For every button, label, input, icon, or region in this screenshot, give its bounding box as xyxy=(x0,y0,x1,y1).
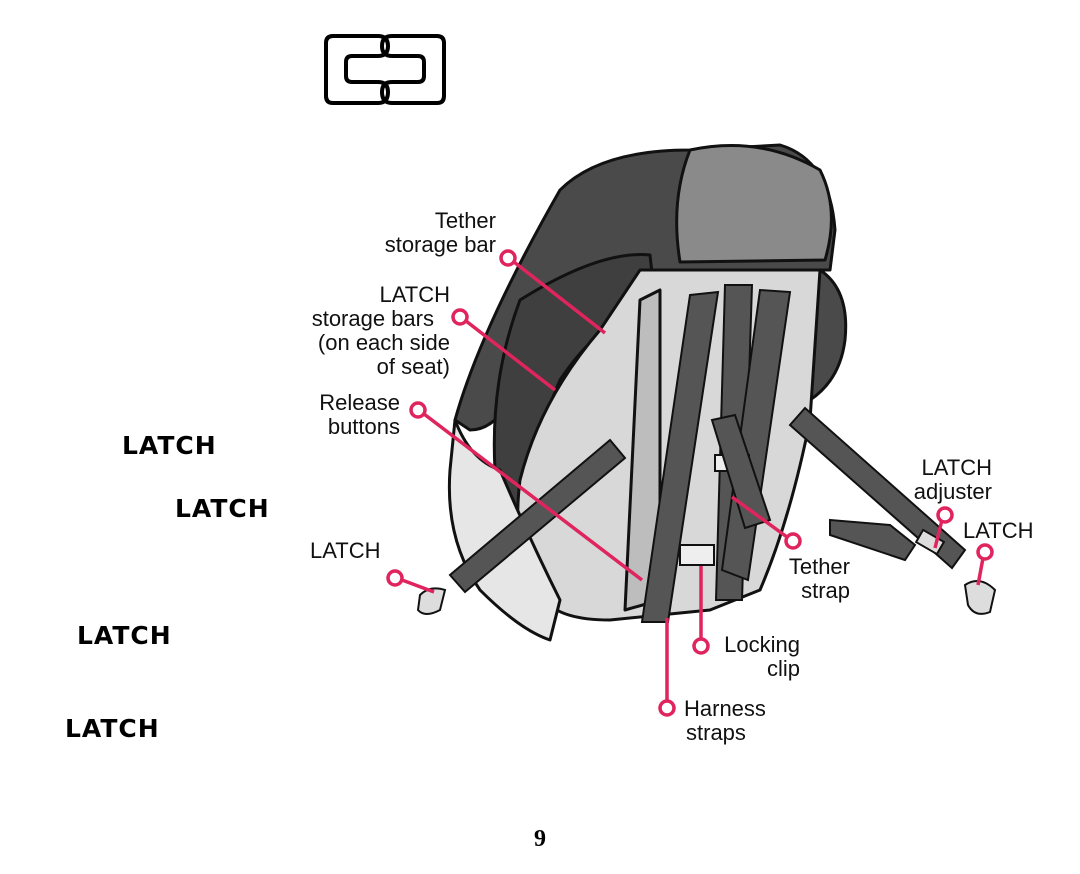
callout-line: buttons xyxy=(327,414,400,439)
callout-latch-left: LATCH xyxy=(310,539,381,563)
callout-line: Locking xyxy=(724,632,800,657)
callout-harness-straps: Harness straps xyxy=(684,697,766,745)
callout-line: storage bars xyxy=(311,306,434,331)
callout-markers xyxy=(386,249,994,717)
callout-latch-storage-bars: LATCH storage bars (on each side of seat… xyxy=(290,283,450,379)
callout-line: Tether xyxy=(788,554,850,579)
callout-line: of seat) xyxy=(376,354,450,379)
side-latch-label-1: LATCH xyxy=(122,431,217,460)
callout-line: clip xyxy=(766,656,800,681)
callout-line: LATCH xyxy=(379,282,451,307)
side-latch-label-2: LATCH xyxy=(175,494,270,523)
page-number: 9 xyxy=(534,826,546,852)
callout-line: storage bar xyxy=(384,232,496,257)
callout-release-buttons: Release buttons xyxy=(290,391,400,439)
side-latch-label-3: LATCH xyxy=(77,621,172,650)
callout-line: Tether xyxy=(434,208,496,233)
callout-tether-strap: Tether strap xyxy=(772,555,850,603)
callout-line: Release xyxy=(319,390,400,415)
callout-line: (on each side xyxy=(317,330,450,355)
callout-line: LATCH xyxy=(921,455,993,480)
callout-tether-storage-bar: Tether storage bar xyxy=(360,209,496,257)
callout-line: LATCH xyxy=(310,538,381,563)
callout-line: straps xyxy=(686,720,746,745)
callout-line: strap xyxy=(801,578,850,603)
callout-latch-right: LATCH xyxy=(963,519,1034,543)
latch-connector-icon xyxy=(324,34,446,105)
side-latch-label-4: LATCH xyxy=(65,714,160,743)
callout-line: Harness xyxy=(684,696,766,721)
callout-line: LATCH xyxy=(963,518,1034,543)
callout-locking-clip: Locking clip xyxy=(712,633,800,681)
tether-strap xyxy=(710,413,772,530)
callout-latch-adjuster: LATCH adjuster xyxy=(880,456,992,504)
callout-line: adjuster xyxy=(913,479,992,504)
